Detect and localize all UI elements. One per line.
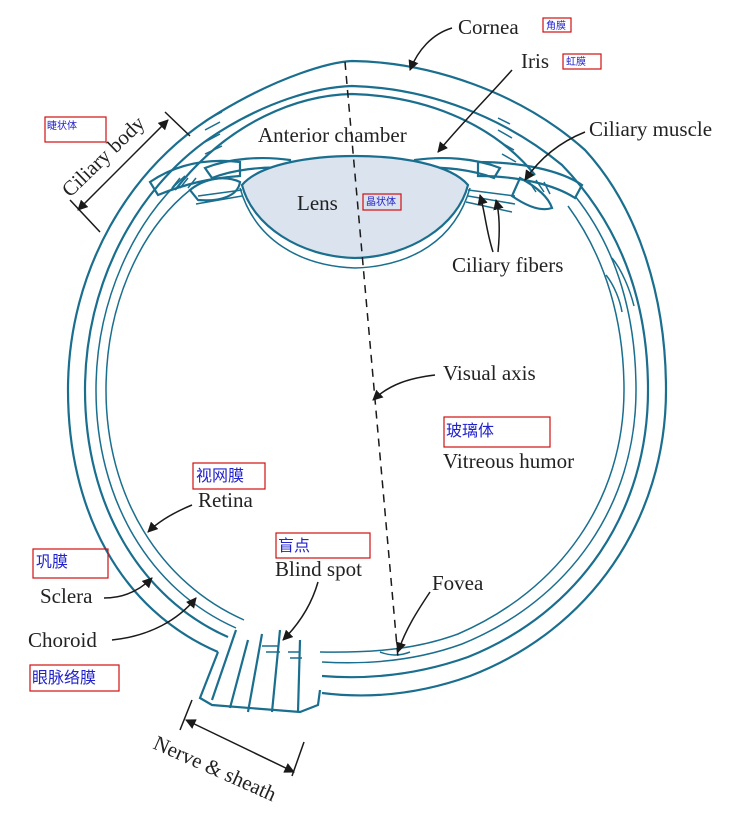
ciliary-body-dimension	[77, 119, 169, 211]
annotation-box-cornea	[542, 17, 572, 33]
annotation-box-choroid	[29, 664, 120, 692]
label-retina: Retina	[198, 488, 253, 512]
ciliary-fibers-leader-2	[493, 198, 504, 253]
annotation-box-sclera	[32, 548, 109, 579]
sclera-marks	[605, 257, 635, 313]
annotation-lens: 晶状体	[366, 195, 396, 208]
annotation-box-vitreous	[443, 416, 551, 448]
ciliary-process-right	[510, 176, 554, 211]
label-lens: Lens	[297, 191, 338, 215]
annotation-box-iris	[562, 53, 602, 70]
ciliary-muscle-leader	[524, 131, 586, 181]
optic-nerve-inner-3	[246, 633, 264, 713]
label-sclera: Sclera	[40, 584, 93, 608]
annotation-choroid: 眼脉络膜	[32, 668, 96, 687]
label-ciliary-fibers: Ciliary fibers	[452, 253, 563, 277]
label-vitreous-humor: Vitreous humor	[443, 449, 574, 473]
optic-nerve-inner-1	[210, 629, 238, 701]
eyeball-outline	[66, 59, 668, 714]
annotation-sclera: 巩膜	[36, 552, 68, 571]
label-anterior-chamber: Anterior chamber	[258, 123, 407, 147]
annotation-retina: 视网膜	[196, 466, 244, 485]
fovea-leader	[395, 591, 431, 654]
ciliary-process-left	[188, 177, 242, 202]
blind-spot-marks	[262, 645, 302, 659]
ciliary-fibers-lines	[465, 189, 516, 213]
annotation-ciliary-body: 睫状体	[47, 119, 77, 132]
label-visual-axis: Visual axis	[443, 361, 536, 385]
leader-lines	[69, 27, 586, 777]
lens-shape	[240, 154, 470, 260]
annotation-box-ciliary-body	[44, 116, 107, 143]
retina-leader	[147, 504, 193, 533]
retina-layer	[105, 189, 625, 653]
nerve-dimension	[185, 719, 295, 773]
ciliary-fibers-leader-1	[477, 193, 494, 253]
label-nerve-sheath: Nerve & sheath	[150, 731, 281, 807]
annotation-iris: 虹膜	[566, 56, 586, 68]
sclera-inner	[83, 84, 650, 679]
lens-capsule	[239, 187, 471, 269]
ciliary-body-tick-1	[69, 199, 101, 233]
annotations: 角膜 虹膜 睫状体 晶状体 玻璃体 视网膜 盲点 巩膜 眼脉络膜	[29, 17, 602, 692]
nerve-tick-2	[291, 741, 305, 777]
visual-axis-leader	[372, 374, 436, 401]
iris-leader	[437, 69, 513, 153]
annotation-cornea: 角膜	[546, 20, 566, 32]
nerve-tick-1	[179, 699, 193, 731]
label-fovea: Fovea	[432, 571, 484, 595]
sclera-leader	[103, 577, 153, 599]
label-iris: Iris	[521, 49, 549, 73]
annotation-blind-spot: 盲点	[278, 536, 310, 555]
choroid-layer	[95, 175, 637, 664]
fovea-dip	[379, 651, 411, 656]
blind-spot-leader	[282, 581, 319, 641]
ciliary-body-left	[148, 159, 242, 197]
cornea-inner	[174, 92, 536, 191]
annotation-box-lens	[362, 193, 402, 211]
ciliary-body-tick-2	[164, 111, 191, 137]
choroid-leader	[111, 597, 197, 641]
annotation-vitreous: 玻璃体	[446, 421, 494, 440]
ciliary-hatch-right	[497, 117, 551, 195]
optic-nerve-inner-5	[296, 639, 302, 713]
optic-nerve-inner-2	[228, 639, 250, 709]
label-choroid: Choroid	[28, 628, 97, 652]
optic-nerve-inner-4	[270, 629, 282, 713]
label-ciliary-muscle: Ciliary muscle	[589, 117, 712, 141]
annotation-box-retina	[192, 462, 266, 490]
label-blind-spot: Blind spot	[275, 557, 362, 581]
ciliary-fibers-lines-left	[195, 189, 243, 205]
ciliary-hatch-left	[171, 111, 223, 189]
visual-axis-line	[344, 61, 399, 659]
label-cornea: Cornea	[458, 15, 519, 39]
annotation-box-blind-spot	[275, 532, 371, 559]
sclera-outer	[66, 59, 668, 697]
optic-nerve-outer	[198, 651, 322, 714]
cornea-leader	[408, 27, 453, 71]
